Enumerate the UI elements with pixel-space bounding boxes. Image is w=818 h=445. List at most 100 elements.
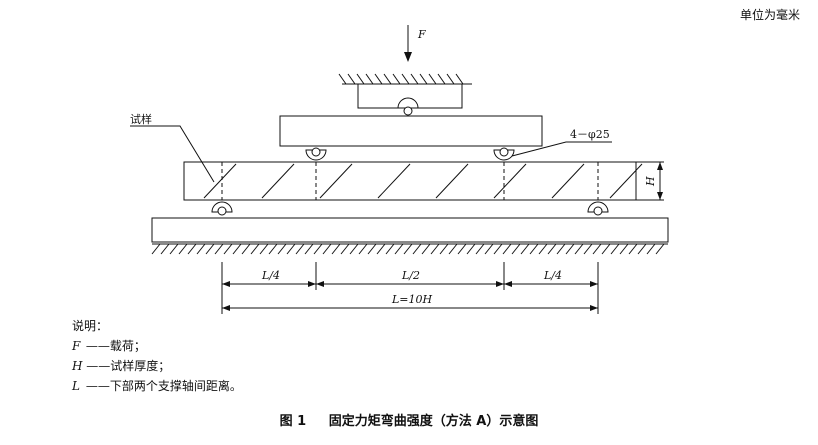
hatch-line — [374, 73, 383, 85]
note-symbol: H — [72, 359, 83, 373]
span-quarter-left-label: L/4 — [261, 269, 280, 282]
hatch-line — [160, 243, 170, 255]
hatch-line — [304, 243, 314, 255]
upper-roller-left — [305, 147, 327, 161]
hatch-line — [419, 73, 428, 85]
roller-label: 4－φ25 — [570, 128, 610, 141]
hatch-line — [241, 243, 251, 255]
specimen-hatching — [203, 163, 643, 199]
hatch-line — [376, 243, 386, 255]
hatch-line — [196, 243, 206, 255]
hatch-line — [261, 163, 295, 199]
lower-roller-right — [587, 201, 609, 216]
hatch-line — [601, 243, 611, 255]
note-symbol: L — [72, 379, 80, 393]
hatch-line — [169, 243, 179, 255]
note-item: F ——载荷； — [72, 336, 242, 356]
hatch-line — [646, 243, 656, 255]
thickness-dimension — [636, 161, 664, 201]
hatch-line — [583, 243, 593, 255]
hatch-line — [551, 163, 585, 199]
notes: 说明： F ——载荷； H ——试样厚度； L ——下部两个支撑轴间距离。 — [72, 316, 242, 396]
hatch-line — [610, 243, 620, 255]
hatch-line — [365, 73, 374, 85]
hatch-line — [435, 163, 469, 199]
hatch-line — [367, 243, 377, 255]
hatch-line — [446, 73, 455, 85]
span-dimensions — [221, 262, 599, 314]
hatch-line — [347, 73, 356, 85]
hatch-line — [609, 163, 643, 199]
hatch-line — [410, 73, 419, 85]
hatch-line — [319, 163, 353, 199]
hatch-line — [392, 73, 401, 85]
hatch-line — [250, 243, 260, 255]
specimen-leader — [130, 125, 215, 183]
thickness-label: H — [644, 176, 657, 187]
hatch-line — [340, 243, 350, 255]
hatch-line — [286, 243, 296, 255]
hatch-line — [655, 243, 665, 255]
hatch-line — [277, 243, 287, 255]
hatch-line — [205, 243, 215, 255]
note-text: ——下部两个支撑轴间距离。 — [85, 379, 242, 393]
hatch-line — [484, 243, 494, 255]
hatch-line — [412, 243, 422, 255]
specimen-centerlines — [221, 162, 599, 200]
top-fixed-support — [338, 73, 472, 109]
hatch-line — [538, 243, 548, 255]
hatch-line — [511, 243, 521, 255]
force-label: F — [417, 28, 426, 41]
hatch-line — [214, 243, 224, 255]
note-symbol: F — [72, 339, 81, 353]
hatch-line — [401, 73, 410, 85]
hatch-line — [394, 243, 404, 255]
hatch-line — [547, 243, 557, 255]
specimen-label: 试样 — [130, 112, 152, 126]
figure-title: 固定力矩弯曲强度（方法 A）示意图 — [328, 414, 539, 429]
specimen-bar — [183, 161, 637, 201]
base-plate — [151, 217, 669, 243]
span-total-label: L=10H — [391, 293, 433, 306]
notes-title: 说明： — [72, 319, 109, 333]
hatch-line — [322, 243, 332, 255]
hatch-line — [437, 73, 446, 85]
base-ground — [151, 243, 668, 255]
hatch-line — [475, 243, 485, 255]
span-half-label: L/2 — [401, 269, 420, 282]
hatch-line — [628, 243, 638, 255]
hatch-line — [358, 243, 368, 255]
upper-roller-right — [493, 147, 515, 161]
hatch-line — [403, 243, 413, 255]
figure-number: 图 1 — [279, 414, 307, 429]
hatch-line — [268, 243, 278, 255]
lower-roller-left — [211, 201, 233, 216]
unit-note: 单位为毫米 — [739, 8, 800, 22]
hatch-line — [295, 243, 305, 255]
hatch-line — [377, 163, 411, 199]
hatch-line — [466, 243, 476, 255]
note-item: L ——下部两个支撑轴间距离。 — [72, 376, 242, 396]
hatch-line — [223, 243, 233, 255]
hatch-line — [203, 163, 237, 199]
hatch-line — [232, 243, 242, 255]
hatch-line — [457, 243, 467, 255]
hatch-line — [592, 243, 602, 255]
hatch-line — [383, 73, 392, 85]
hatch-line — [565, 243, 575, 255]
span-quarter-right-label: L/4 — [543, 269, 562, 282]
roller-leader — [511, 141, 612, 157]
hatch-line — [574, 243, 584, 255]
hatch-line — [619, 243, 629, 255]
hatch-line — [356, 73, 365, 85]
note-item: H ——试样厚度； — [72, 356, 242, 376]
hatch-line — [448, 243, 458, 255]
load-arrow — [404, 25, 412, 62]
hatch-line — [455, 73, 464, 85]
note-text: ——载荷； — [85, 339, 146, 353]
hatch-line — [428, 73, 437, 85]
hatch-line — [259, 243, 269, 255]
hatch-line — [331, 243, 341, 255]
